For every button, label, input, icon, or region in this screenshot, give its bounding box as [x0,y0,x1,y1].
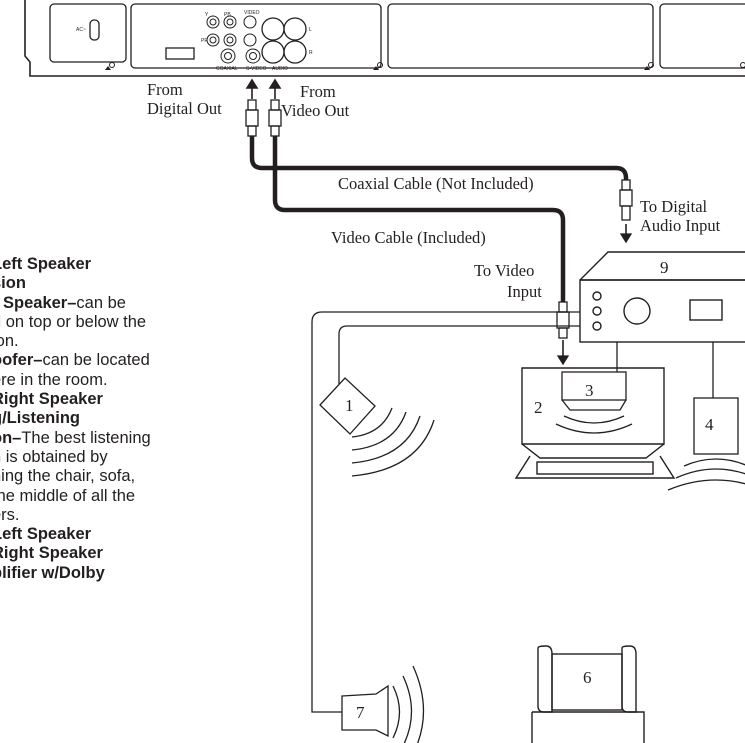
legend-line: d on top or below the [0,313,242,332]
tv-2 [514,367,676,479]
video-cable-label: Video Cable (Included) [331,228,486,247]
legend-line: the middle of all the [0,487,242,506]
legend-line-bold: plifier w/Dolby [0,563,105,582]
dvd-back-panel: AC~ Y PB VIDEO PR L R COAXIAL S-VIDEO AU… [24,0,745,77]
to-video-label-line1: To Video [474,261,535,280]
component-number-7: 7 [356,703,365,722]
legend-line: plifier w/Dolby [0,564,242,583]
legend-line-bold: g/Listening [0,409,80,428]
from-digital-label-line1: From [147,80,183,99]
legend-line-bold: r Speaker– [0,293,77,312]
coaxial-cable-label: Coaxial Cable (Not Included) [338,174,534,193]
jack-label-pb: PB [224,12,231,18]
legend-line: ion. [0,332,242,351]
video-cable [272,136,566,302]
legend-line-bold: Right Speaker [0,544,103,563]
legend-line: Right Speaker [0,544,242,563]
jack-label-coaxial: COAXIAL [216,66,238,72]
legend-line-bold: on– [0,428,22,447]
legend-line: g/Listening [0,409,242,428]
component-legend: Left Speakersionr Speaker–can bed on top… [0,255,242,583]
legend-line-text: can be located [42,351,150,370]
legend-line-text: the middle of all the [0,486,136,505]
legend-line-text: ere in the room. [0,370,108,389]
from-digital-label-line2: Digital Out [147,99,222,118]
coaxial-cable [249,136,629,181]
legend-line: n is obtained by [0,448,242,467]
legend-line-text: ning the chair, sofa, [0,467,136,486]
rca-plug-video-input [556,301,570,366]
legend-line-bold: sion [0,274,26,293]
jack-label-y: Y [205,12,209,18]
jack-label-audio: AUDIO [272,66,288,72]
rca-plugs-dvd [245,99,282,137]
legend-line: Left Speaker [0,525,242,544]
legend-line-text: ers. [0,505,20,524]
legend-line: Left Speaker [0,255,242,274]
legend-line: r Speaker–can be [0,294,242,313]
legend-line-text: n is obtained by [0,447,108,466]
to-digital-label-line1: To Digital [640,197,708,216]
jack-label-r: R [309,50,313,56]
component-number-9: 9 [660,258,669,277]
legend-line-text: d on top or below the [0,312,147,331]
speaker-7 [341,665,425,743]
subwoofer-4 [667,397,745,491]
to-video-label-line2: Input [507,282,542,301]
speaker-wires-left [311,311,714,713]
ac-label: AC~ [76,27,86,33]
component-number-1: 1 [345,396,354,415]
legend-line: on–The best listening [0,429,242,448]
chair-6 [531,645,645,743]
legend-line: sion [0,274,242,293]
legend-line-bold: oofer– [0,351,43,370]
from-arrows [245,78,282,99]
center-speaker-3 [555,371,633,434]
jack-label-video: VIDEO [244,10,260,16]
legend-line: ning the chair, sofa, [0,467,242,486]
from-video-label-line2: Video Out [281,101,350,120]
speaker-1 [319,377,435,477]
from-video-label-line1: From [300,82,336,101]
rca-plug-digital-audio [619,179,633,244]
jack-label-l: L [309,27,312,33]
amplifier-9 [579,251,745,343]
legend-line: oofer–can be located [0,351,242,370]
legend-line-bold: Right Speaker [0,390,103,409]
legend-line: Right Speaker [0,390,242,409]
legend-line: ers. [0,506,242,525]
legend-line-text: ion. [0,332,19,351]
to-digital-label-line2: Audio Input [640,216,721,235]
component-number-3: 3 [585,381,594,400]
component-number-2: 2 [534,398,543,417]
legend-line-bold: Left Speaker [0,525,92,544]
legend-line: ere in the room. [0,371,242,390]
jack-label-pr: PR [201,38,208,44]
legend-line-bold: Left Speaker [0,255,92,273]
component-number-4: 4 [705,415,714,434]
legend-line-text: can be [76,293,126,312]
component-number-6: 6 [583,668,592,687]
legend-line-text: The best listening [21,428,151,447]
jack-label-svideo: S-VIDEO [246,66,267,72]
